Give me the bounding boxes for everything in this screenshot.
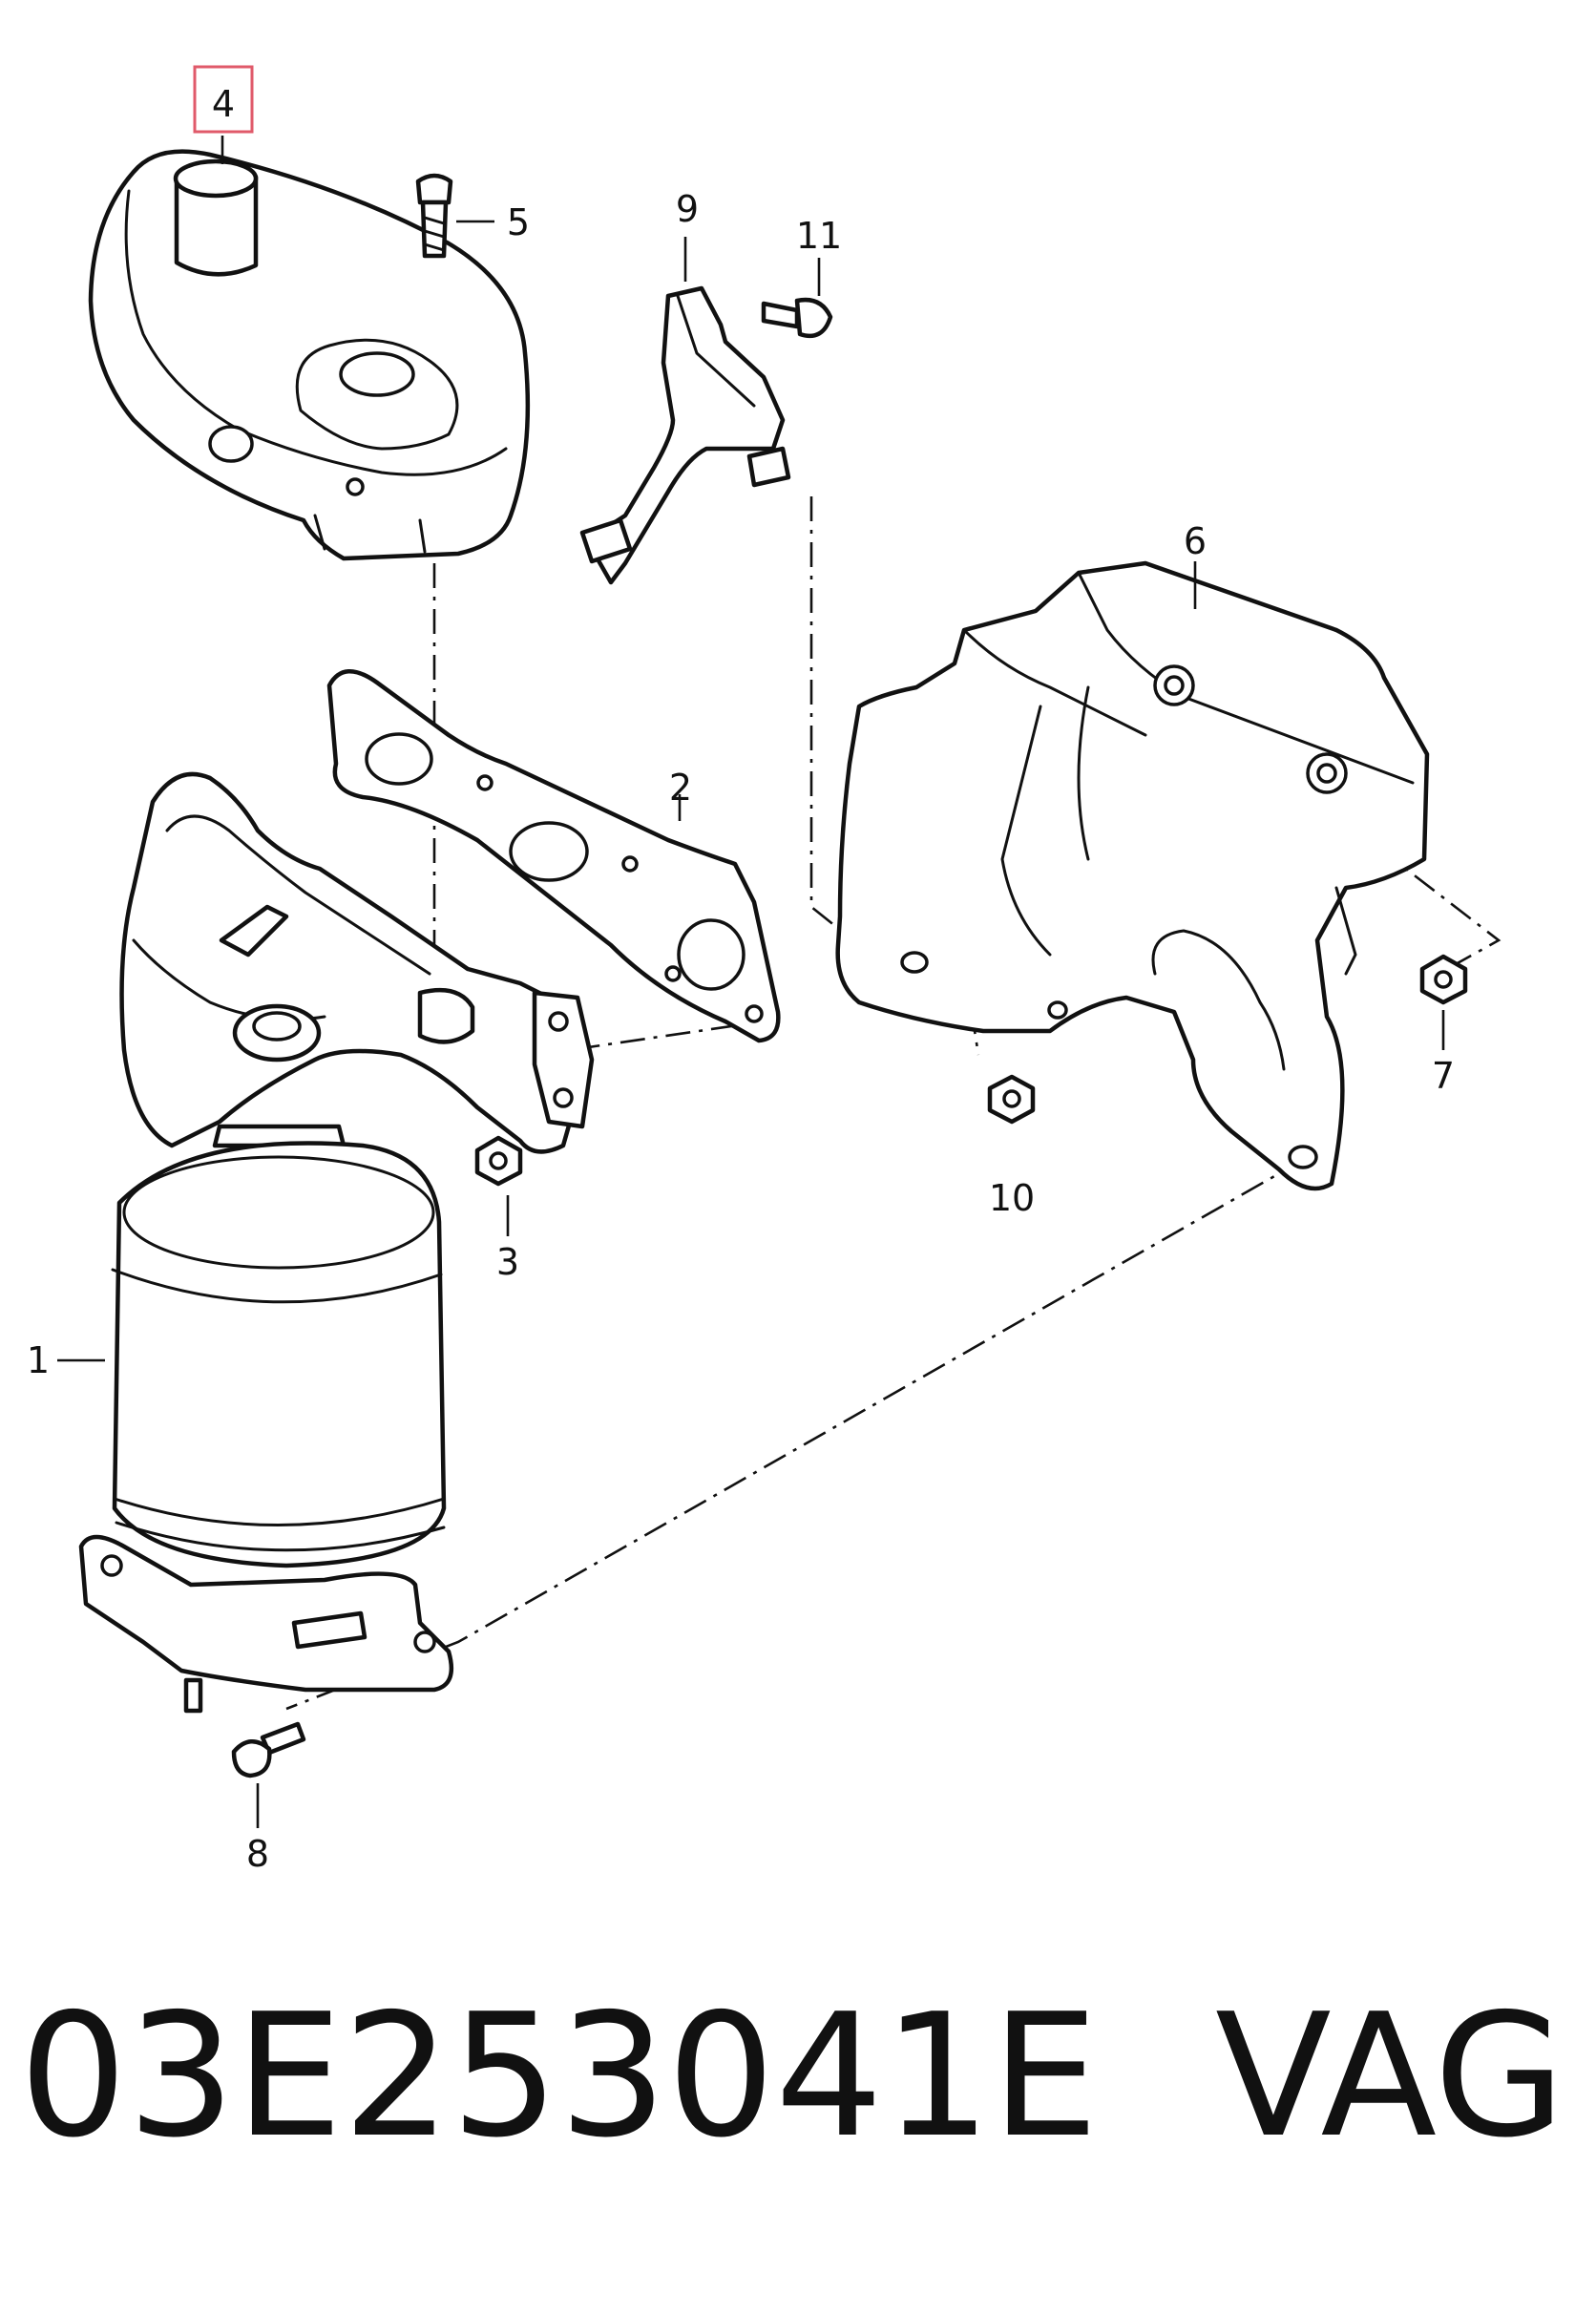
part-2-gasket — [326, 669, 781, 1043]
part-5-bolt — [415, 173, 494, 259]
part-3-nut — [474, 1135, 523, 1236]
callout-6: 6 — [1184, 520, 1207, 562]
callout-3: 3 — [496, 1241, 519, 1283]
callout-4: 4 — [212, 83, 235, 125]
callout-9: 9 — [676, 188, 699, 230]
callout-labels: 4 5 9 11 6 2 7 10 3 1 8 — [27, 65, 1455, 1875]
part-number-caption: 03E253041E VAG — [19, 1933, 1565, 2220]
part-10-nut — [987, 1074, 1036, 1125]
callout-2: 2 — [669, 767, 692, 809]
part-1-manifold-catalytic-converter — [57, 771, 595, 1714]
part-number: 03E253041E — [19, 1977, 1099, 2175]
part-6-rear-heat-shield — [835, 560, 1430, 1191]
callout-11: 11 — [796, 215, 842, 257]
callout-10: 10 — [989, 1177, 1035, 1219]
callout-5: 5 — [507, 201, 530, 243]
brand-name: VAG — [1215, 1977, 1565, 2175]
part-8-bolt — [231, 1721, 306, 1828]
part-7-nut — [1419, 954, 1468, 1050]
part-9-bracket — [579, 237, 791, 585]
callout-1: 1 — [27, 1339, 50, 1381]
callout-7: 7 — [1432, 1055, 1455, 1097]
part-4-upper-heat-shield — [88, 136, 531, 561]
callout-4-highlight-frame — [193, 65, 254, 134]
exploded-parts-diagram: 4 5 9 11 6 2 7 10 3 1 8 — [27, 65, 1502, 1875]
callout-8: 8 — [246, 1833, 269, 1875]
part-11-bolt — [761, 258, 833, 339]
